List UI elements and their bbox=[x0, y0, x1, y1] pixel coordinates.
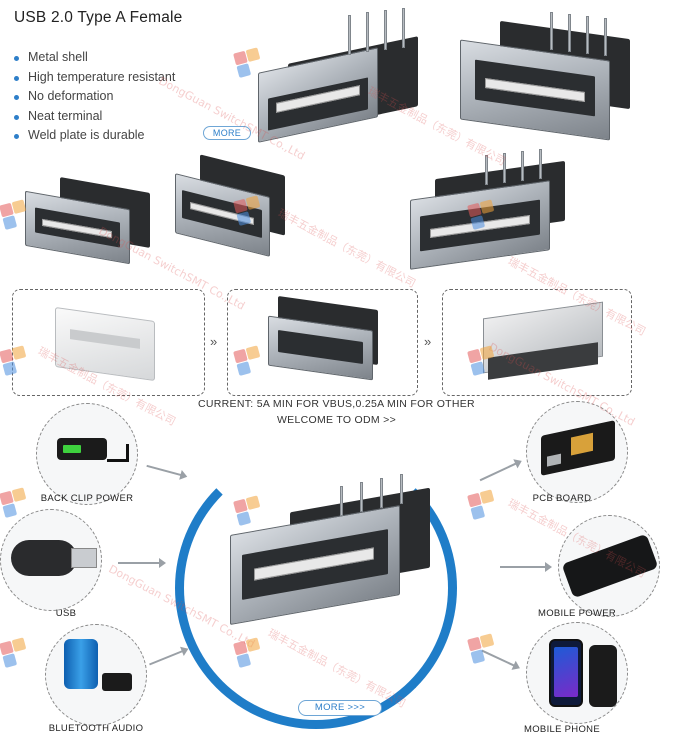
feature-item: No deformation bbox=[12, 87, 175, 107]
arrow-right-icon bbox=[146, 464, 186, 478]
product-photo-mid-right bbox=[405, 149, 575, 275]
current-spec-caption: CURRENT: 5A MIN FOR VBUS,0.25A MIN FOR O… bbox=[198, 398, 475, 410]
odm-link[interactable]: WELCOME TO ODM >> bbox=[276, 414, 397, 426]
phone-icon bbox=[549, 639, 583, 707]
stage-box-raw bbox=[12, 289, 205, 396]
product-photo-center bbox=[220, 474, 440, 630]
center-ring bbox=[175, 447, 457, 729]
battery-icon bbox=[57, 438, 107, 460]
pcb-board-icon bbox=[541, 420, 615, 476]
feature-item: Neat terminal bbox=[12, 107, 175, 127]
feature-list: Metal shell High temperature resistant N… bbox=[12, 48, 175, 146]
watermark-text: 瑞丰五金制品（东莞）有限公司 bbox=[275, 206, 418, 291]
more-button[interactable]: MORE bbox=[203, 126, 251, 140]
speaker-icon bbox=[64, 639, 98, 689]
app-label-bluetooth-audio: BLUETOOTH AUDIO bbox=[48, 723, 144, 734]
watermark-logo-icon bbox=[0, 637, 31, 669]
app-thumb-mobile-phone bbox=[526, 622, 628, 724]
feature-item: Metal shell bbox=[12, 48, 175, 68]
app-thumb-mobile-power bbox=[558, 515, 660, 617]
product-photo-mid-center bbox=[170, 154, 290, 270]
chevron-right-icon: » bbox=[424, 334, 432, 349]
more-bottom-button[interactable]: MORE >>> bbox=[298, 700, 382, 716]
usb-drive-icon bbox=[11, 540, 77, 576]
stage-box-terminals bbox=[442, 289, 632, 396]
product-photo-top-center bbox=[248, 8, 428, 143]
product-photo-top-right bbox=[455, 10, 635, 141]
feature-item: Weld plate is durable bbox=[12, 126, 175, 146]
arrow-right-icon bbox=[500, 562, 552, 572]
feature-item: High temperature resistant bbox=[12, 68, 175, 88]
app-label-back-clip-power: BACK CLIP POWER bbox=[40, 493, 134, 504]
stage-box-assembled bbox=[227, 289, 418, 396]
app-label-pcb-board: PCB BOARD bbox=[532, 493, 592, 504]
app-thumb-usb bbox=[0, 509, 102, 611]
arrow-right-icon bbox=[118, 558, 166, 568]
page-title: USB 2.0 Type A Female bbox=[14, 9, 183, 26]
app-label-usb: USB bbox=[55, 608, 77, 619]
app-label-mobile-power: MOBILE POWER bbox=[537, 608, 617, 619]
watermark-logo-icon bbox=[467, 633, 499, 665]
app-label-mobile-phone: MOBILE PHONE bbox=[524, 724, 600, 734]
arrow-right-icon bbox=[479, 460, 521, 482]
app-thumb-pcb-board bbox=[526, 401, 628, 503]
chevron-right-icon: » bbox=[210, 334, 218, 349]
stage-photo-assembled bbox=[268, 295, 388, 388]
app-thumb-back-clip-power bbox=[36, 403, 138, 505]
app-thumb-bluetooth-audio bbox=[45, 624, 147, 726]
arrow-right-icon bbox=[149, 648, 187, 666]
